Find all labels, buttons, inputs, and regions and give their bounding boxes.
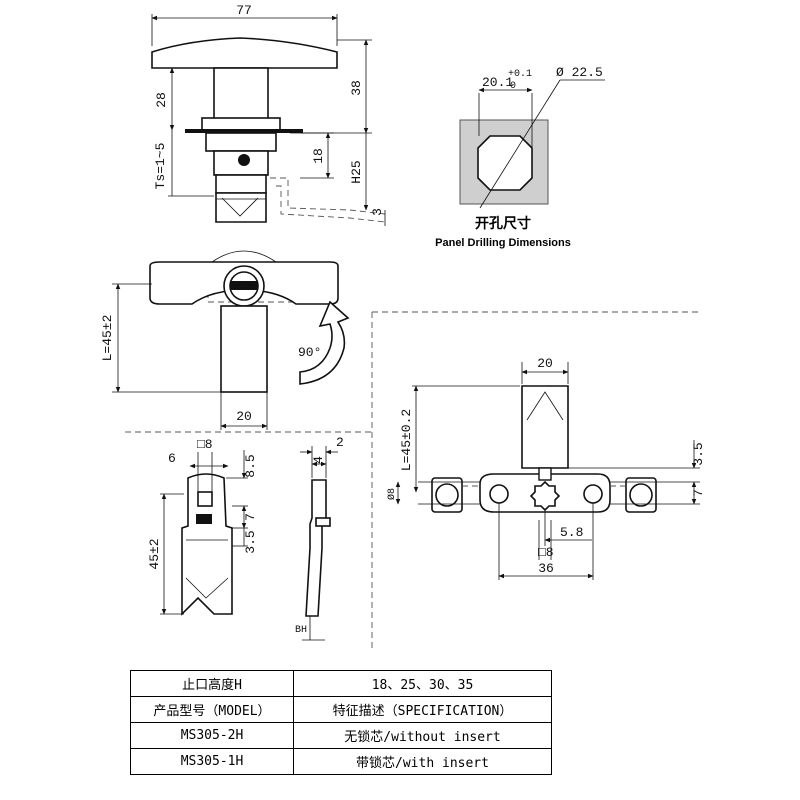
table-cell: 止口高度H <box>130 670 294 697</box>
dim-7-tee: 7 <box>691 489 706 497</box>
dim-77: 77 <box>236 3 252 18</box>
pin-left <box>489 484 509 504</box>
panel-drilling: 20.1 +0.1 0 Ø 22.5 开孔尺寸 Panel Drilling D… <box>435 65 605 249</box>
dim-20-1: 20.1 <box>482 75 513 90</box>
tee-stem <box>521 385 569 469</box>
dim-dia-22-5: Ø 22.5 <box>556 65 603 80</box>
dim-sq8-tee: □8 <box>538 545 554 560</box>
dim-l45-tee: L=45±0.2 <box>399 409 414 471</box>
dim-4: 4 <box>311 456 326 464</box>
dim-38: 38 <box>349 80 364 96</box>
technical-drawing: 77 38 28 Ts=1~5 18 H25 3 20.1 +0.1 0 <box>100 3 706 650</box>
cam-profile: BH 2 4 <box>295 435 344 641</box>
dim-ts: Ts=1~5 <box>153 143 168 190</box>
cam-profile-shape <box>305 479 327 617</box>
side-view: 77 38 28 Ts=1~5 18 H25 3 <box>151 3 386 226</box>
cam-block <box>215 174 267 194</box>
front-stem <box>220 305 268 393</box>
front-view: L=45±2 20 90° <box>100 250 350 430</box>
dim-tol-up: +0.1 <box>508 69 532 80</box>
t-handle-side <box>151 37 338 69</box>
table-row: 止口高度H 18、25、30、35 <box>130 670 552 697</box>
table-row: MS305-2H 无锁芯/without insert <box>130 722 552 749</box>
square-hole <box>197 491 213 507</box>
table-row: 产品型号（MODEL） 特征描述（SPECIFICATION） <box>130 696 552 723</box>
keyhole-icon <box>230 281 258 290</box>
dim-36: 36 <box>538 561 554 576</box>
dim-90-deg: 90° <box>298 345 321 360</box>
drill-hole <box>477 135 533 191</box>
handle-stem <box>213 67 269 121</box>
cam-tongue <box>215 192 267 223</box>
dim-18-side: 18 <box>311 148 326 164</box>
table-row: MS305-1H 带锁芯/with insert <box>130 748 552 775</box>
cam-detail: □8 6 8.5 7 3.5 45±2 <box>147 437 258 616</box>
dim-3-side: 3 <box>370 208 385 216</box>
rotation-arrow-icon <box>299 300 350 385</box>
cam-offset-path <box>270 177 386 215</box>
table-cell: MS305-1H <box>130 748 294 775</box>
dim-h25: H25 <box>349 160 364 183</box>
table-cell: 产品型号（MODEL） <box>130 696 294 723</box>
tee-detail: 20 L=45±0.2 3.5 7 Ø8 5.8 □8 36 <box>386 356 706 580</box>
table-cell: 18、25、30、35 <box>293 670 552 697</box>
dim-6: 6 <box>168 451 176 466</box>
dim-2: 2 <box>336 435 344 450</box>
panel-plate <box>185 129 303 133</box>
dim-3-5-left: 3.5 <box>243 530 258 553</box>
dim-sq8-left: □8 <box>197 437 213 452</box>
panel-title-en: Panel Drilling Dimensions <box>435 237 571 249</box>
dim-8-5: 8.5 <box>243 454 258 477</box>
dim-phi8: Ø8 <box>386 488 398 500</box>
dim-20-tee: 20 <box>537 356 553 371</box>
dim-bh: BH <box>295 625 307 636</box>
dim-l45-front: L=45±2 <box>100 315 115 362</box>
lock-flange <box>201 117 281 131</box>
lock-nut <box>205 132 277 152</box>
table-cell: 带锁芯/with insert <box>293 748 552 775</box>
pin-right <box>583 484 603 504</box>
dim-5-8: 5.8 <box>560 525 583 540</box>
dim-7-left: 7 <box>243 513 258 521</box>
dim-45-left: 45±2 <box>147 538 162 569</box>
spindle-star <box>529 480 561 512</box>
dim-28: 28 <box>154 92 169 108</box>
dim-20-front: 20 <box>236 409 252 424</box>
panel-title-cn: 开孔尺寸 <box>475 215 531 232</box>
dim-tol-low: 0 <box>510 81 516 92</box>
table-cell: 特征描述（SPECIFICATION） <box>293 696 552 723</box>
spec-table: 止口高度H 18、25、30、35 产品型号（MODEL） 特征描述（SPECI… <box>130 670 552 775</box>
table-cell: MS305-2H <box>130 722 294 749</box>
dim-3-5-tee: 3.5 <box>691 442 706 465</box>
screw-icon <box>238 154 250 166</box>
table-cell: 无锁芯/without insert <box>293 722 552 749</box>
